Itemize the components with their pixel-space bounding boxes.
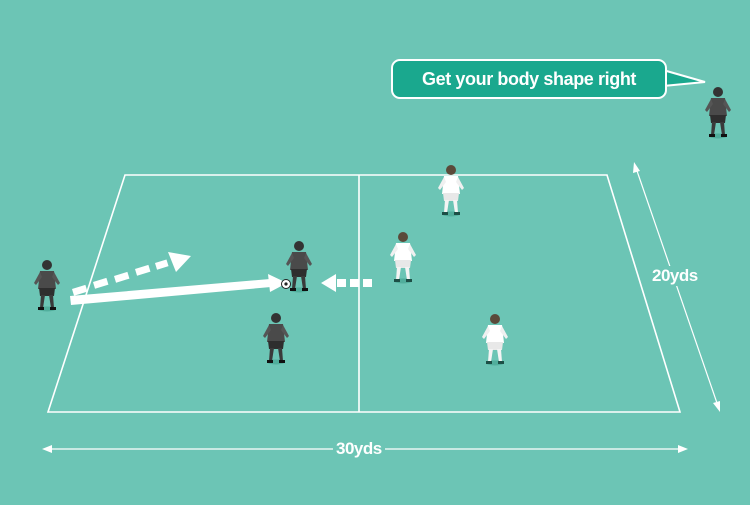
pass-arrow	[70, 274, 287, 305]
callout-text: Get your body shape right	[421, 69, 637, 89]
width-label: 30yds	[333, 439, 385, 459]
coach-callout: Get your body shape right	[391, 59, 667, 99]
pitch-boundary	[46, 174, 682, 413]
ball	[281, 279, 291, 289]
callout-tail	[662, 68, 706, 88]
defender-bottom	[482, 314, 508, 366]
height-dimension-arrow	[633, 162, 720, 412]
pressing-defender	[390, 232, 416, 284]
support-player	[263, 313, 289, 365]
passer-player	[34, 260, 60, 312]
defender-top	[438, 165, 464, 217]
press-arrow	[321, 274, 372, 292]
height-label: 20yds	[649, 266, 701, 286]
run-arrow	[72, 252, 191, 296]
coach-figure	[705, 87, 731, 139]
